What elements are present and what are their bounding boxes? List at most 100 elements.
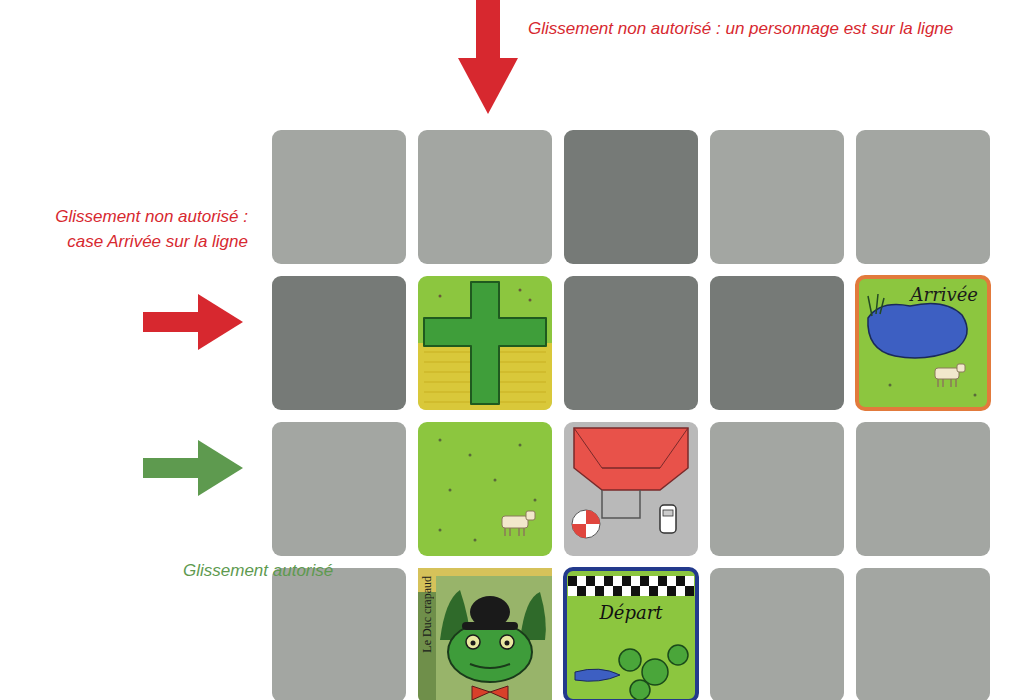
start-tile-part — [604, 576, 613, 586]
blocked-arrow — [143, 0, 518, 350]
start-tile-part — [586, 576, 595, 586]
start-tile-part — [568, 576, 577, 586]
grey-tile-part — [272, 568, 406, 700]
character-card-part — [520, 592, 546, 640]
arrival-tile-part — [957, 364, 965, 372]
grey-tile-part — [710, 568, 844, 700]
start-tile-part — [676, 576, 685, 586]
start-tile-part — [668, 645, 688, 665]
grass-tile-part — [418, 422, 552, 556]
arrival-tile-part — [974, 394, 977, 397]
character-card-part — [470, 664, 510, 668]
house-tile-part — [602, 490, 640, 518]
rule-note: Glissement non autorisé : case Arrivée s… — [40, 204, 248, 254]
house-tile-part — [660, 505, 676, 533]
character-card-part — [505, 641, 510, 646]
arrival-tile-part — [935, 368, 959, 379]
grey-tile-part — [710, 276, 844, 410]
start-tile-part — [613, 586, 622, 596]
grass-tile-part — [526, 511, 535, 520]
grass-tile-part — [534, 499, 537, 502]
start-tile-part — [631, 586, 640, 596]
arrival-tile-part — [868, 303, 967, 358]
start-tile-part — [595, 586, 604, 596]
blocked-arrow-part — [143, 312, 201, 332]
allowed-arrow — [143, 440, 243, 496]
house-tile-part — [572, 510, 600, 538]
arrival-tile-part — [889, 384, 892, 387]
grass-tile-part — [502, 516, 528, 528]
allowed-arrow-part — [198, 440, 243, 496]
start-tile-part — [640, 576, 649, 586]
house-tile-part — [574, 428, 602, 468]
grey-tile-part — [272, 422, 406, 556]
tile-title: Le Duc crapaud — [420, 576, 435, 653]
allowed-arrow-part — [143, 458, 201, 478]
arrival-tile — [857, 277, 989, 409]
start-tile-part — [649, 586, 658, 596]
grass-tile-part — [519, 444, 522, 447]
character-card-part — [471, 641, 476, 646]
character-card-part — [500, 635, 514, 649]
house-tile-part — [574, 428, 688, 490]
grey-tile-part — [418, 130, 552, 264]
rule-note: Glissement autorisé — [183, 558, 333, 583]
character-card-part — [418, 568, 552, 700]
grey-tile-part — [856, 568, 990, 700]
start-tile-part — [667, 586, 676, 596]
house-tile-part — [660, 428, 688, 468]
character-card-box: Le Duc crapaud — [418, 568, 552, 700]
start-tile-part — [568, 576, 694, 596]
hedge-tile-part — [418, 276, 552, 410]
house-tile-part — [663, 510, 673, 516]
hedge-tile-part — [529, 299, 532, 302]
start-tile-part — [619, 649, 641, 671]
blocked-arrow-part — [458, 58, 518, 114]
arrival-tile-part — [857, 277, 989, 409]
grey-tile-part — [564, 276, 698, 410]
start-tile-part — [577, 586, 586, 596]
grass-tile-part — [439, 439, 442, 442]
start-tile-part — [622, 576, 631, 586]
start-tile-part — [568, 576, 694, 596]
blocked-arrow-part — [476, 0, 500, 60]
blocked-arrow-part — [198, 294, 243, 350]
start-tile-part — [685, 586, 694, 596]
start-tile-part — [658, 576, 667, 586]
character-card-part — [448, 622, 532, 682]
grass-tile-part — [449, 489, 452, 492]
hedge-tile-part — [424, 282, 546, 404]
tile-title: Arrivée — [911, 284, 978, 305]
grass-tile — [418, 422, 552, 556]
start-tile-box: Départ — [564, 568, 698, 700]
house-tile-part — [572, 510, 600, 538]
rule-note: Glissement non autorisé : un personnage … — [528, 16, 953, 41]
arrival-tile-part — [868, 294, 884, 316]
grey-tile-part — [710, 422, 844, 556]
house-tile-part — [564, 422, 698, 556]
tile-title: Départ — [564, 602, 698, 623]
grey-tile-part — [272, 276, 406, 410]
grey-tile-part — [710, 130, 844, 264]
hedge-tile-part — [519, 289, 522, 292]
grey-tile — [272, 130, 990, 700]
grass-tile-part — [469, 454, 472, 457]
grey-tile-part — [272, 130, 406, 264]
hedge-tile-part — [439, 295, 442, 298]
house-tile — [564, 422, 698, 556]
grey-tile-part — [856, 422, 990, 556]
grass-tile-part — [494, 479, 497, 482]
character-card — [418, 568, 552, 700]
start-tile-part — [565, 569, 697, 700]
start-tile — [565, 569, 697, 700]
arrival-tile-box: Arrivée — [856, 276, 990, 410]
character-card-part — [462, 622, 518, 630]
hedge-tile — [418, 276, 552, 410]
start-tile-part — [575, 669, 620, 681]
house-tile-part — [602, 467, 660, 469]
character-card-part — [472, 686, 508, 700]
character-card-part — [436, 576, 552, 700]
grass-tile-part — [474, 539, 477, 542]
